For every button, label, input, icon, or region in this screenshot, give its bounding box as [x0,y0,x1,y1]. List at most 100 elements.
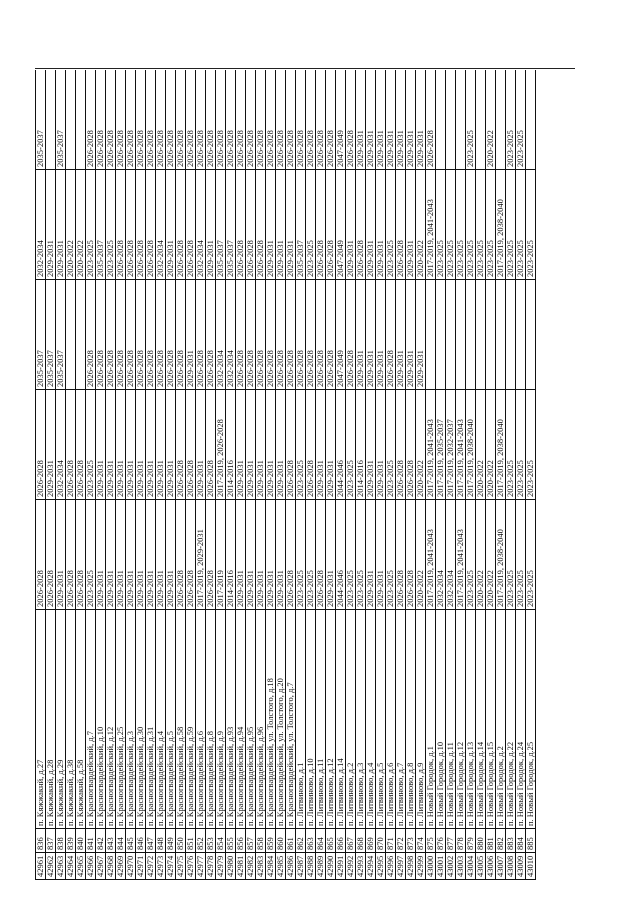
table-cell: 2029-2031 [45,169,56,280]
table-cell: 2017-2019, 2026-2028 [215,389,226,500]
table-cell: 43008 [505,852,516,880]
table-cell [465,279,476,390]
table-cell: 2026-2028 [205,70,216,170]
table-cell [515,279,526,390]
table-cell: 2023-2025 [355,499,366,610]
table-cell [475,70,486,170]
table-cell: п. Красногвардейский, д.58 [175,609,186,829]
table-cell: 2026-2028 [155,70,166,170]
table-cell: 42968 [105,852,116,880]
table-cell: п. Красногвардейский, д.30 [135,609,146,829]
table-cell [495,279,506,390]
table-cell: 42969 [115,852,126,880]
table-cell: 2014-2016 [225,499,236,610]
table-cell [505,279,516,390]
table-cell: 2029-2031 [105,499,116,610]
table-cell: 43010 [525,852,536,880]
table-cell: 2023-2025 [505,499,516,610]
table-cell: 2023-2025 [305,499,316,610]
table-cell: п. Новый Городок, д.2 [495,609,506,829]
table-cell: 2023-2025 [385,499,396,610]
table-cell: 2026-2028 [245,70,256,170]
table-cell: 870 [375,828,386,853]
table-cell: 2029-2031 [105,389,116,500]
table-cell: п. Литвиново, д.9 [415,609,426,829]
table-cell: 2032-2034 [225,279,236,390]
table-cell: 2026-2028 [405,499,416,610]
table-cell: 2026-2028 [145,169,156,280]
table-cell: 2029-2031 [235,499,246,610]
table-cell: 2029-2031 [165,169,176,280]
table-cell: 2023-2025 [385,389,396,500]
table-cell: п. Красногвардейский, д.12 [105,609,116,829]
table-cell: 863 [305,828,316,853]
table-cell: 42993 [355,852,366,880]
table-cell: 844 [115,828,126,853]
table-cell: 837 [45,828,56,853]
table-cell: 2026-2028 [315,70,326,170]
table-cell: п. Новый Городок, д.1 [425,609,436,829]
table-cell: п. Литвиново, д.10 [305,609,316,829]
table-cell: п. Красногвардейский, д.9 [215,609,226,829]
table-cell: 43005 [475,852,486,880]
table-cell: 883 [505,828,516,853]
table-cell: 2029-2031 [255,389,266,500]
table-cell: 2023-2025 [385,169,396,280]
table-cell: 42976 [185,852,196,880]
table-cell: 42980 [225,852,236,880]
table-cell: 2029-2031 [355,70,366,170]
table-cell: 2026-2028 [245,279,256,390]
table-cell: 42995 [375,852,386,880]
table-cell: 2029-2031 [265,499,276,610]
table-cell: 2026-2028 [315,279,326,390]
table-cell: 42986 [285,852,296,880]
table-cell: 2029-2031 [115,499,126,610]
table-cell: 42994 [365,852,376,880]
table-cell: 850 [175,828,186,853]
table-cell: п. Новый Городок, д.12 [455,609,466,829]
table-cell: 2044-2046 [335,499,346,610]
table-cell [65,279,76,390]
table-cell: 2020-2022 [415,389,426,500]
table-cell [475,279,486,390]
table-cell: 2026-2028 [395,389,406,500]
table-cell: 2026-2028 [275,70,286,170]
table-cell: 42996 [385,852,396,880]
table-cell: 2026-2028 [345,279,356,390]
table-cell: 2017-2019, 2038-2040 [495,389,506,500]
table-cell: 2026-2028 [135,279,146,390]
table-cell: 2029-2031 [255,499,266,610]
table-cell: п. Новый Городок, д.13 [465,609,476,829]
table-cell: 2029-2031 [55,499,66,610]
table-cell: 2020-2022 [475,499,486,610]
table-cell: 2035-2037 [45,279,56,390]
table-cell: 2017-2019, 2032-2037 [445,389,456,500]
table-cell: 838 [55,828,66,853]
table-cell: п. Литвиново, д.7 [395,609,406,829]
table-cell: 2026-2028 [185,389,196,500]
table-cell: п. Красногвардейский, ул. Толстого, д.20 [275,609,286,829]
table-cell: п. Кяжжакнй, д.38 [65,609,76,829]
table-cell: 2029-2031 [195,389,206,500]
table-cell: 2026-2028 [225,70,236,170]
table-cell: 2029-2031 [165,389,176,500]
table-cell: 2026-2028 [65,499,76,610]
table-cell: 2026-2028 [175,499,186,610]
table-cell: 845 [125,828,136,853]
table-cell: 2026-2028 [275,279,286,390]
table-cell: 2029-2031 [325,499,336,610]
table-cell: 2032-2034 [35,169,46,280]
table-cell: 2035-2037 [95,169,106,280]
table-cell: 2029-2031 [285,169,296,280]
table-cell: 2017-2019, 2041-2043 [425,169,436,280]
